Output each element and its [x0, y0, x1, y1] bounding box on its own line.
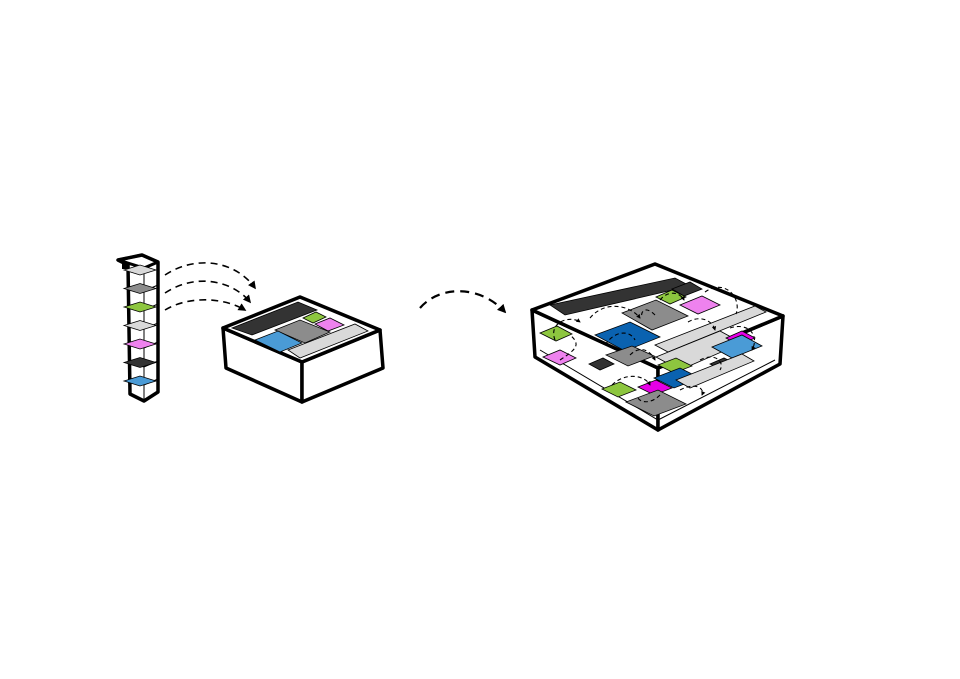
tower-level-5 — [122, 338, 158, 350]
tower-level-1 — [122, 264, 158, 276]
tower-stack — [116, 253, 160, 403]
tower-level-2 — [122, 283, 158, 294]
tower-levels — [122, 264, 158, 387]
large-tile-light-grey-3 — [675, 353, 755, 389]
large-tile-dark-2 — [588, 357, 615, 371]
small-tile-dark — [230, 301, 319, 336]
tower-top-mark — [122, 264, 128, 269]
arrow-2 — [164, 280, 252, 304]
arrow-3 — [164, 299, 247, 311]
large-tile-light-blue-1 — [711, 334, 763, 359]
small-block — [221, 295, 385, 404]
tower-top — [116, 253, 160, 270]
arrows-tower-to-block — [164, 262, 256, 311]
tower-level-4 — [122, 320, 158, 331]
large-tile-pink-1 — [679, 295, 721, 315]
small-tile-light-grey — [287, 323, 369, 359]
large-tile-pink-2 — [542, 349, 577, 366]
arrow-small-to-large — [419, 290, 507, 314]
tower-level-6 — [122, 357, 158, 368]
large-tile-light-grey-long — [654, 305, 767, 353]
large-tile-green-1 — [655, 289, 687, 305]
tower-level-7 — [122, 375, 158, 387]
large-tile-green-2 — [539, 325, 573, 342]
small-tile-grey — [273, 319, 332, 344]
large-tile-dark-blue-1 — [594, 321, 661, 352]
small-tile-pink — [314, 317, 345, 332]
large-tile-green-3 — [657, 357, 693, 374]
large-tile-grey-3 — [625, 389, 687, 417]
large-block-flow-arrows — [553, 286, 756, 403]
small-tile-green — [302, 311, 327, 324]
large-block-inner-edge — [539, 349, 776, 421]
arrow-1 — [164, 262, 256, 290]
tower-level-3 — [122, 301, 158, 313]
large-block — [530, 262, 785, 432]
small-tile-light-blue — [253, 330, 303, 353]
large-tile-green-4 — [601, 381, 637, 398]
